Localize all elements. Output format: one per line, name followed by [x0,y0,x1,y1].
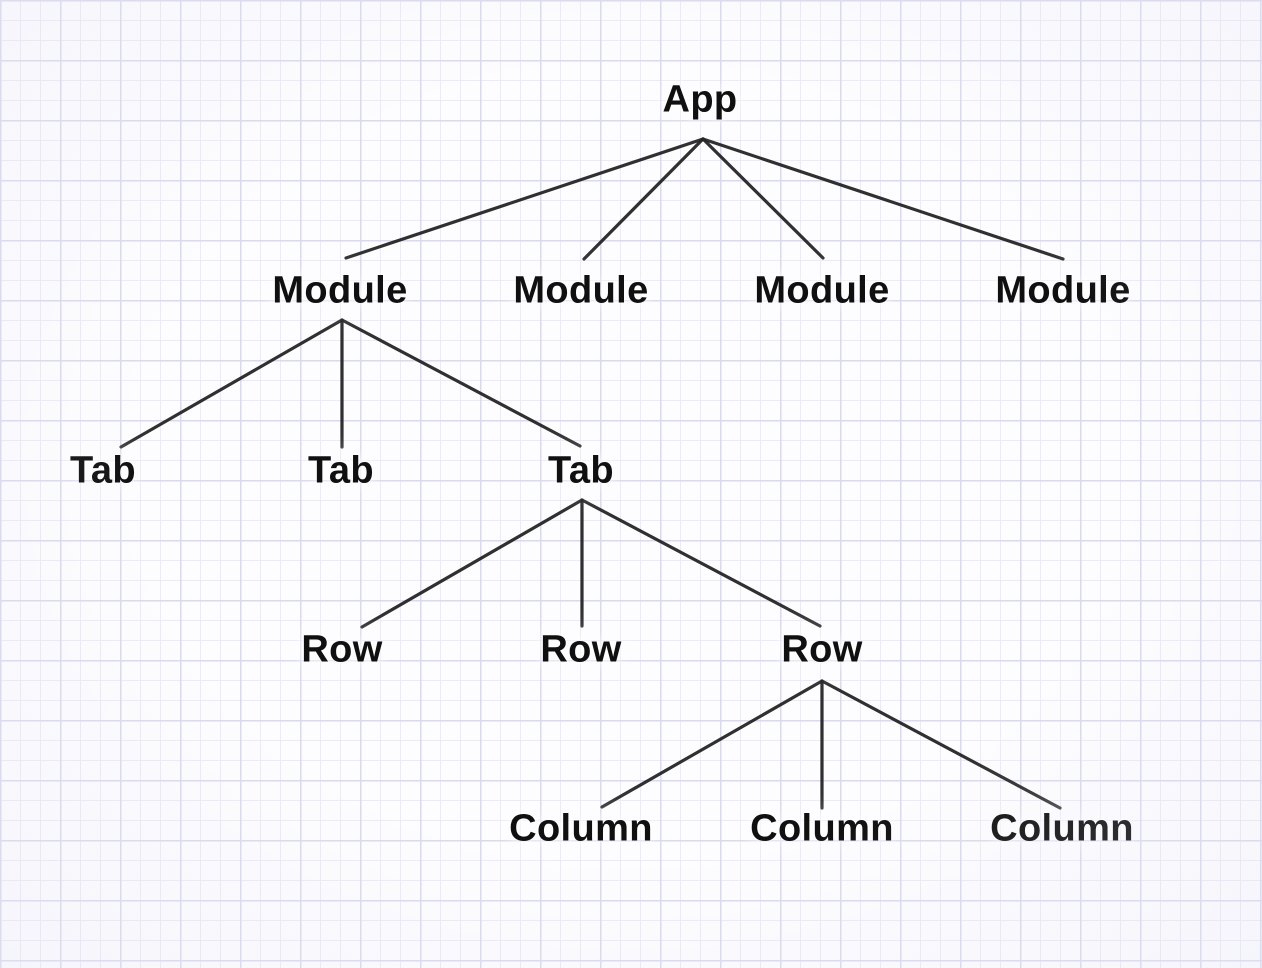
tree-node-row-2: Row [540,628,622,671]
tree-edge-app-to-module-1 [344,137,705,260]
tree-node-module-3: Module [754,269,890,312]
tree-node-module-2: Module [513,269,649,312]
tree-edge-app-to-module-2 [582,137,705,261]
tree-edge-row-3-to-column-3 [820,679,1062,810]
tree-edge-tab-3-to-row-1 [360,498,584,629]
tree-edge-app-to-module-3 [701,137,825,260]
tree-node-row-1: Row [301,628,383,671]
tree-node-column-1: Column [509,807,653,850]
tree-edge-app-to-module-4 [701,137,1065,261]
tree-node-tab-2: Tab [308,449,374,492]
tree-node-module-1: Module [272,269,408,312]
tree-edge-tab-3-to-row-3 [580,498,822,628]
tree-node-module-4: Module [995,269,1131,312]
tree-edge-module-1-to-tab-1 [119,318,344,449]
tree-node-column-3: Column [990,807,1134,850]
tree-edge-module-1-to-tab-3 [340,318,582,448]
tree-node-tab-1: Tab [70,449,136,492]
tree-edge-row-3-to-column-1 [600,679,824,809]
tree-node-app: App [662,78,738,121]
tree-node-row-3: Row [781,628,863,671]
tree-node-tab-3: Tab [548,449,614,492]
tree-node-column-2: Column [750,807,894,850]
